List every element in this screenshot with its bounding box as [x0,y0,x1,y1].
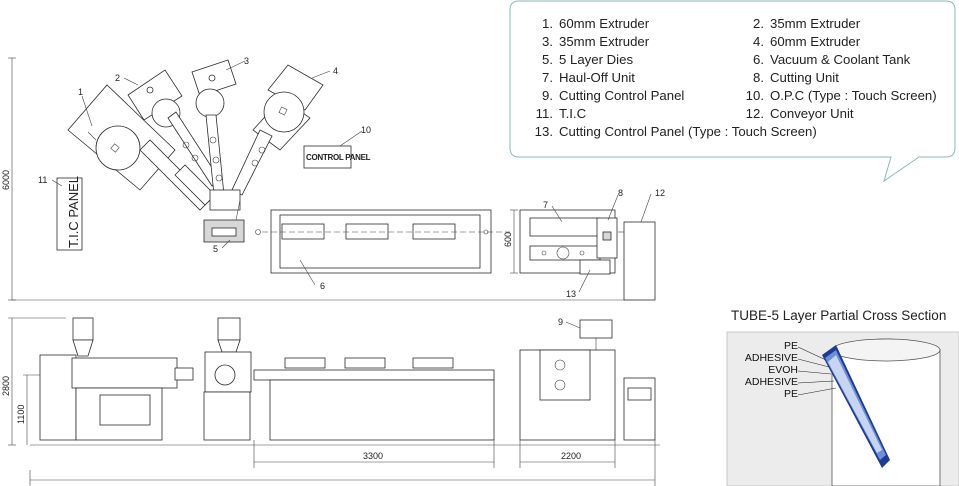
extruder-2-plan [127,69,221,187]
plan-dimension-600: 600 [503,209,518,274]
side-dimension-2800: 2800 [1,317,66,446]
svg-text:8: 8 [618,188,623,198]
dim-2800-label: 2800 [1,376,11,396]
plan-dimension-6000: 6000 [1,57,625,301]
dim-600-label: 600 [503,232,513,247]
legend-item-4: 4.60mm Extruder [753,34,861,49]
legend-item-13: 13.Cutting Control Panel (Type : Touch S… [534,124,817,139]
legend-callout: 1.60mm Extruder 2.35mm Extruder 3.35mm E… [509,0,956,183]
layer-label-adhesive-2: ADHESIVE [744,376,798,388]
legend-item-12: 12.Conveyor Unit [745,106,854,121]
tic-panel [56,177,83,251]
layer-label-pe-inner: PE [783,388,798,400]
dim-6000-label: 6000 [1,170,11,190]
svg-text:5: 5 [213,244,218,254]
svg-text:6: 6 [320,281,325,291]
extruder-1-plan [67,84,216,211]
legend-item-11: 11.T.I.C [535,106,587,121]
control-panel-label: CONTROL PANEL [306,153,371,162]
side-dimension-overall [29,440,656,486]
dim-1100-label: 1100 [16,405,26,424]
conveyor-plan [618,221,656,301]
haul-off-side [519,319,616,441]
legend-bubble [509,0,956,183]
side-dimension-3300: 3300 [253,440,495,468]
vacuum-tank-side [253,357,495,441]
extruder-side-1 [39,317,194,441]
plan-callouts: 1 2 3 4 5 6 7 8 10 11 12 13 [38,56,665,299]
control-panel-box [303,145,352,169]
dim-3300-label: 3300 [363,451,383,461]
svg-text:7: 7 [543,200,548,210]
svg-text:2: 2 [115,73,120,83]
layer-label-adhesive-1: ADHESIVE [744,352,798,364]
svg-text:11: 11 [38,175,47,185]
legend-item-6: 6.Vacuum & Coolant Tank [753,52,911,67]
svg-text:13: 13 [566,289,576,299]
legend-item-9: 9.Cutting Control Panel [542,88,685,103]
legend-item-8: 8.Cutting Unit [753,70,839,85]
legend-item-2: 2.35mm Extruder [753,16,861,31]
legend-item-10: 10.O.P.C (Type : Touch Screen) [745,88,937,103]
svg-text:9: 9 [558,317,563,327]
vacuum-tank-plan [262,209,510,274]
legend-item-3: 3.35mm Extruder [542,34,650,49]
svg-text:1: 1 [78,87,83,97]
tic-panel-label: T.I.C PANEL [66,176,81,248]
side-dimension-2200: 2200 [519,440,616,468]
svg-text:3: 3 [244,56,249,66]
svg-text:4: 4 [333,66,338,76]
svg-text:10: 10 [361,125,371,135]
conveyor-side [623,377,656,441]
svg-text:12: 12 [655,188,665,198]
five-layer-dies-plan [203,189,261,243]
cross-section-title: TUBE-5 Layer Partial Cross Section [731,308,947,323]
side-callout-9: 9 [558,317,581,329]
extruder-side-2 [203,317,252,441]
legend-item-5: 5.5 Layer Dies [542,52,634,67]
legend-item-1: 1.60mm Extruder [542,16,650,31]
extruder-3-plan [191,59,237,196]
cross-section-panel [726,331,959,486]
layer-label-pe-outer: PE [783,340,798,352]
legend-item-7: 7.Haul-Off Unit [542,70,635,85]
haul-off-plan [519,209,618,275]
dim-2200-label: 2200 [561,451,581,461]
extruder-4-plan [231,64,324,196]
layer-label-evoh: EVOH [768,364,798,376]
